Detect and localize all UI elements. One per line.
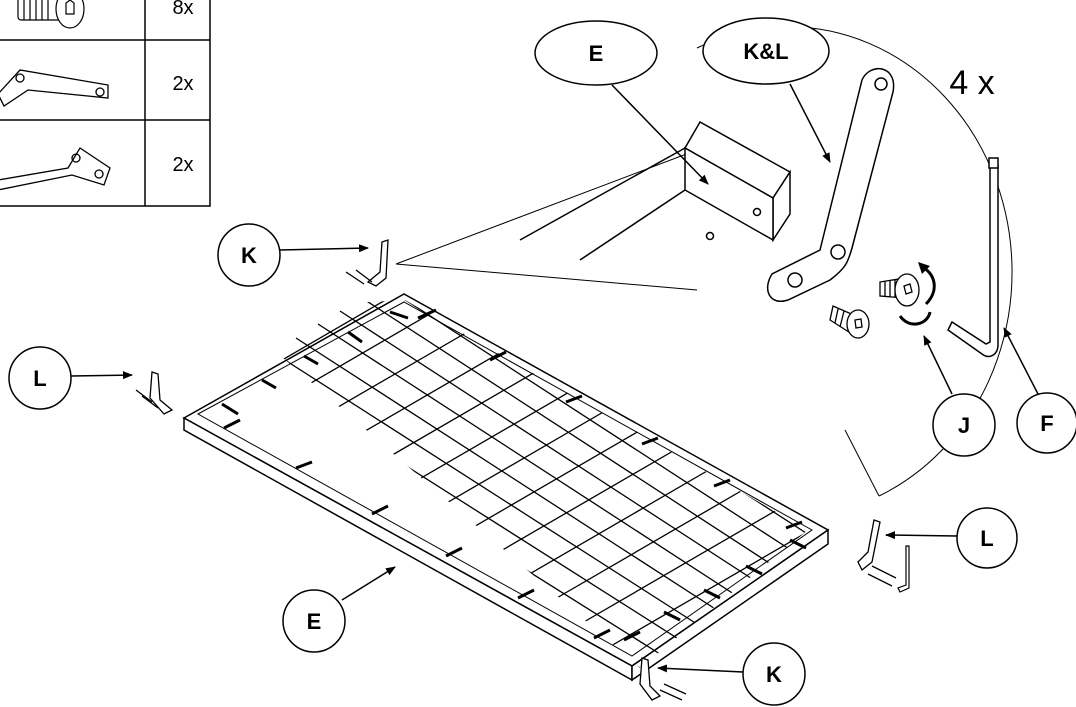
- callout-label: K: [766, 662, 782, 687]
- callout-l-right: L: [885, 507, 1018, 569]
- bolt-icon: [829, 305, 870, 339]
- bracket-detail: [767, 67, 895, 303]
- table-row: 2x: [0, 69, 194, 107]
- allen-key-icon: [947, 165, 999, 358]
- table-row: 2x: [0, 147, 194, 191]
- shelf-assembly: K L L E K: [8, 223, 1018, 706]
- callout-kl-detail: K&L: [702, 17, 831, 163]
- callout-label: L: [33, 366, 46, 391]
- bracket-icon: [639, 657, 687, 701]
- bracket-icon: [0, 147, 111, 191]
- parts-table: 8x 2x 2x: [0, 0, 211, 207]
- callout-label: J: [958, 413, 970, 438]
- callout-label: L: [980, 526, 993, 551]
- callout-j: J: [923, 335, 996, 457]
- bracket-icon: [857, 519, 897, 587]
- table-row: 8x: [17, 0, 194, 29]
- bracket-icon: [135, 371, 174, 415]
- callout-k-top: K: [217, 223, 369, 287]
- callout-label: E: [307, 609, 322, 634]
- bracket-icon: [0, 69, 109, 107]
- bracket-icon: [345, 239, 389, 287]
- table-quantity: 2x: [172, 73, 193, 95]
- bolt-icon: [879, 273, 920, 307]
- bolt-icon: [17, 0, 85, 29]
- table-quantity: 8x: [172, 0, 193, 19]
- callout-label: K: [241, 243, 257, 268]
- callout-l-left: L: [8, 346, 133, 410]
- quantity-multiplier: 4 x: [949, 64, 994, 102]
- callout-f: F: [1003, 327, 1076, 454]
- springs: [221, 308, 807, 642]
- callout-label: E: [589, 41, 604, 66]
- callout-label: F: [1040, 411, 1053, 436]
- callout-k-bottom: K: [657, 642, 806, 706]
- table-quantity: 2x: [172, 154, 193, 176]
- callout-e-detail: E: [534, 20, 709, 185]
- frame: [182, 293, 830, 682]
- callout-e-bottom: E: [282, 566, 396, 653]
- allen-key-icon: [897, 545, 910, 593]
- detail-bubble: 4 x E K&L J F: [395, 17, 1076, 497]
- callout-label: K&L: [743, 39, 788, 64]
- rail-detail: [519, 120, 792, 261]
